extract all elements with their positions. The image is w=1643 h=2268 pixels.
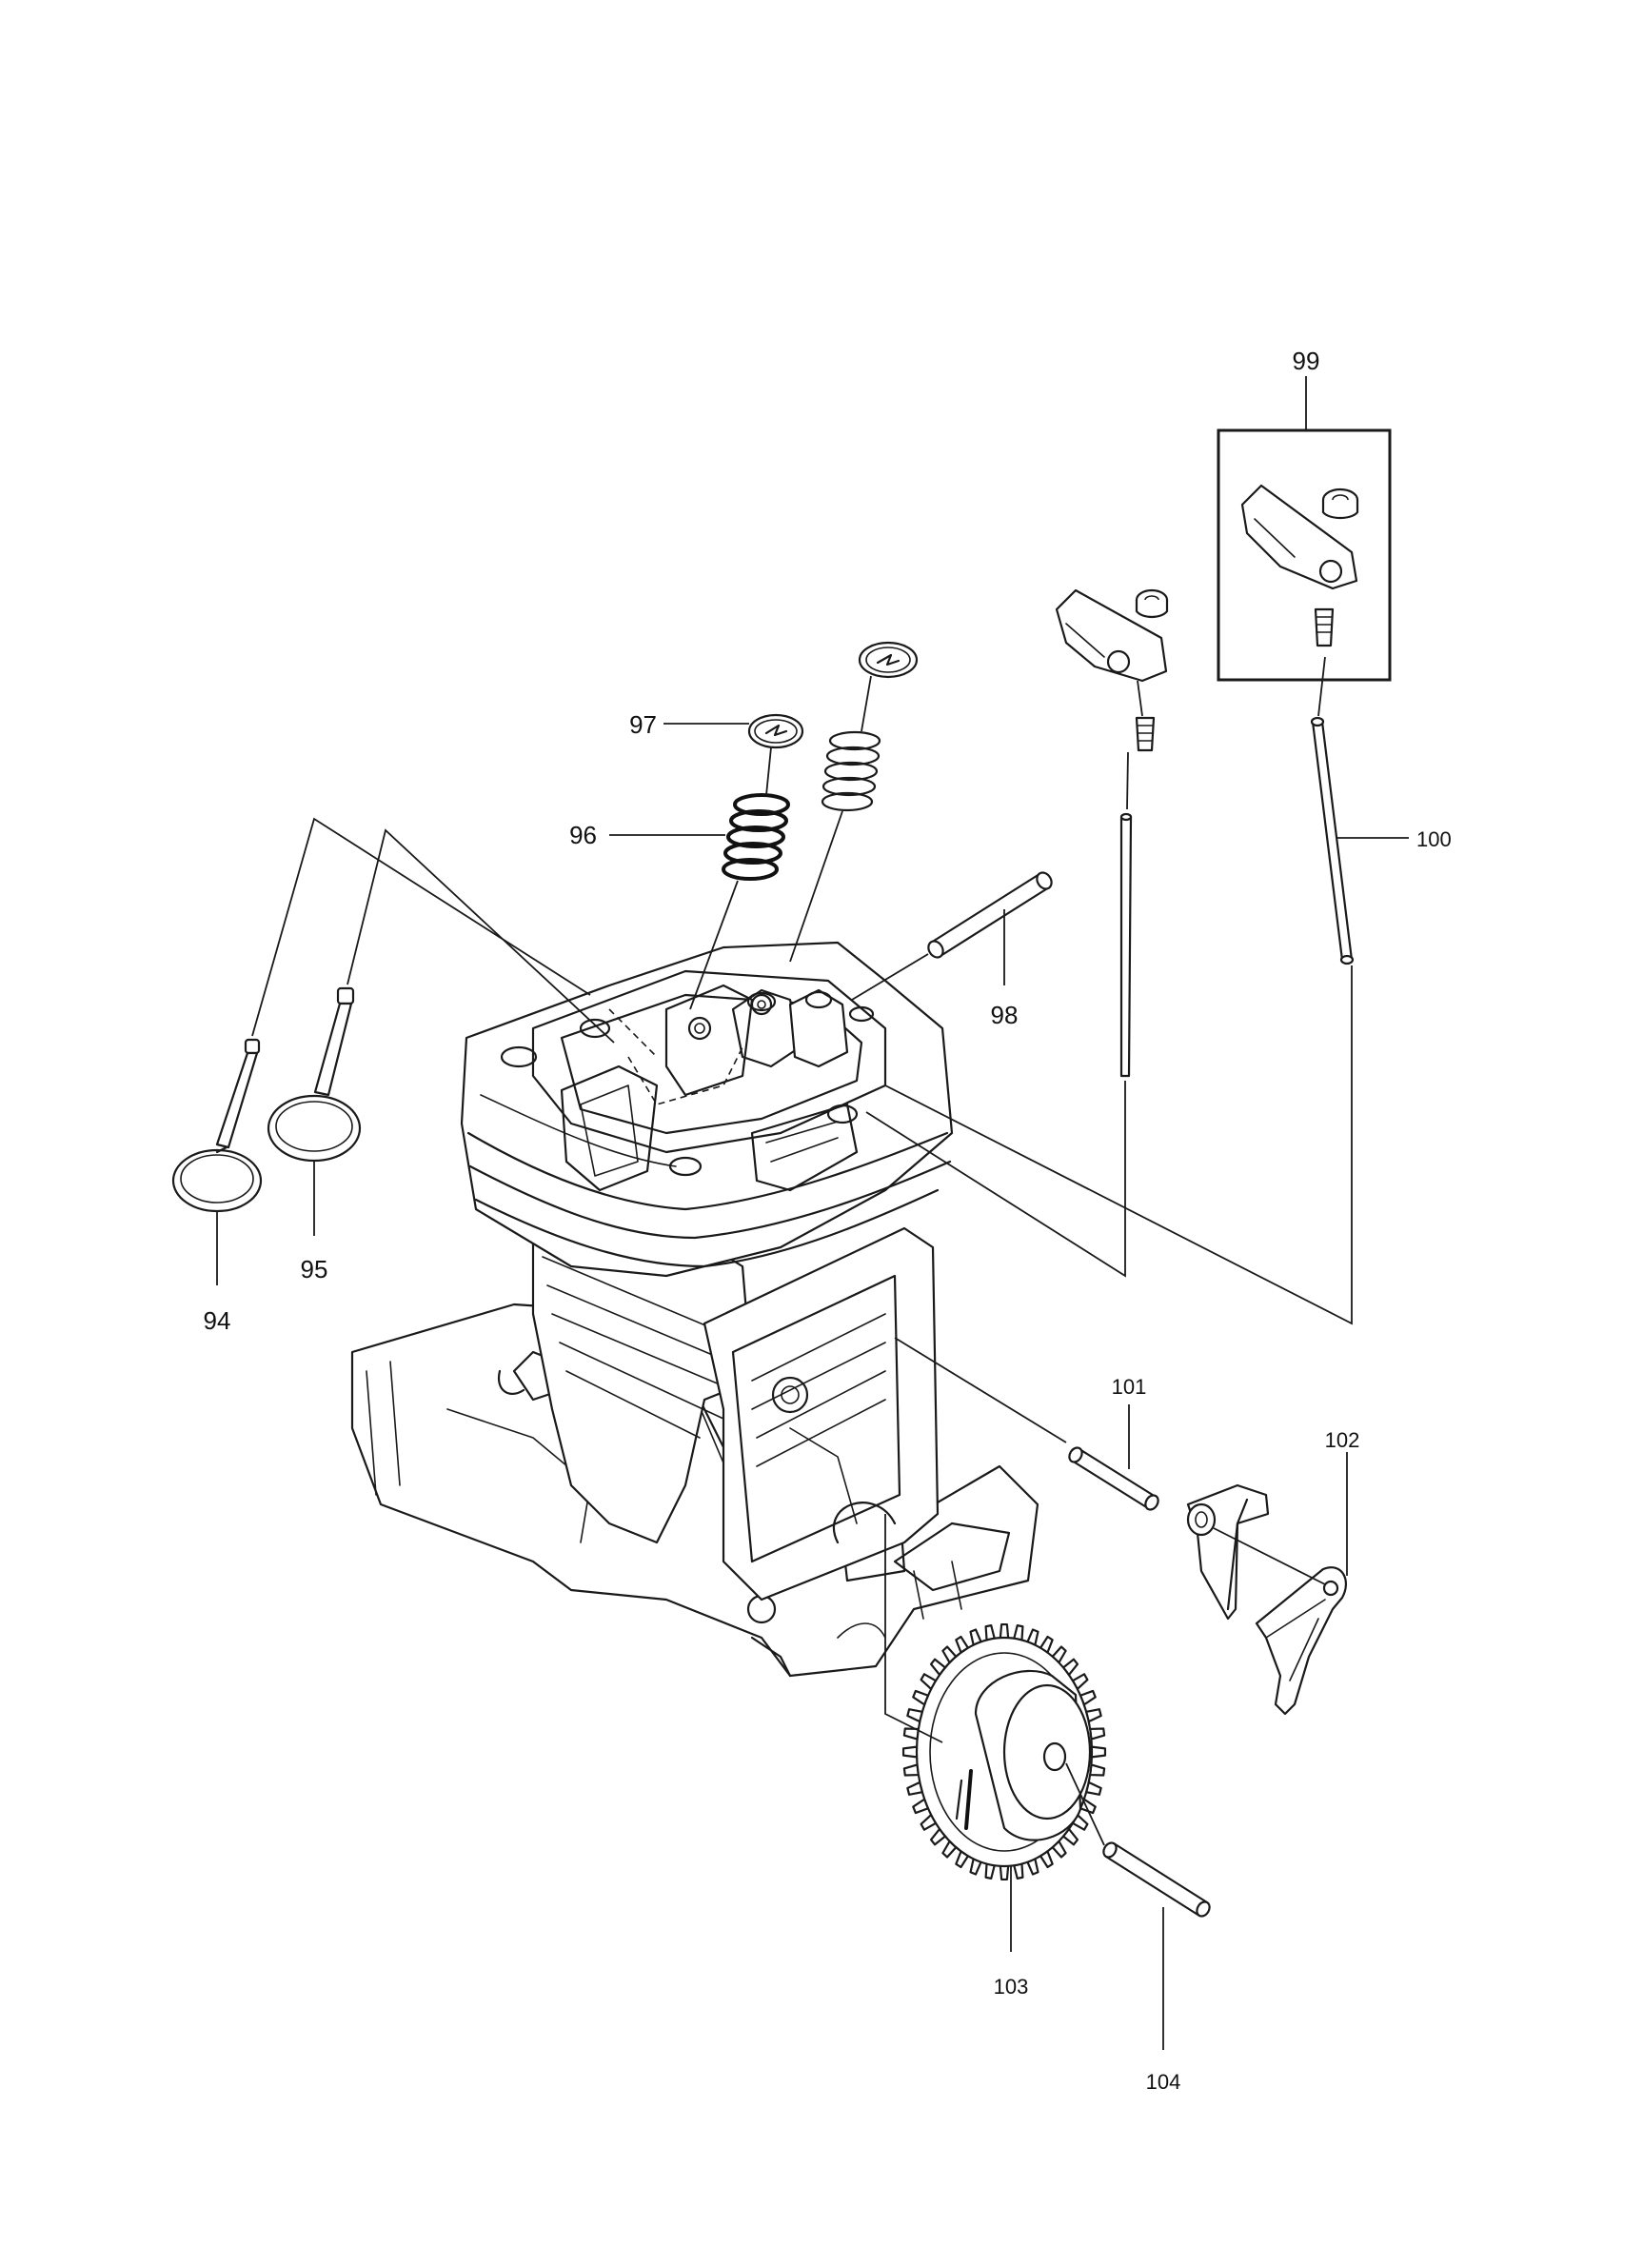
pin-98	[927, 871, 1053, 959]
part-label-94: 94	[204, 1306, 231, 1335]
part-label-101: 101	[1112, 1375, 1147, 1399]
part-label-102: 102	[1325, 1428, 1360, 1452]
rocker-arm-unboxed	[1055, 588, 1169, 752]
gear-tooth	[999, 1864, 1010, 1881]
spring-retainer-second	[858, 641, 919, 679]
gear-tooth	[901, 1745, 919, 1759]
cam-shaft-104	[1102, 1841, 1211, 1918]
pin-101	[1068, 1446, 1159, 1511]
part-label-96: 96	[569, 821, 597, 849]
part-label-103: 103	[994, 1975, 1029, 1999]
valve-95	[267, 986, 362, 1163]
part-label-95: 95	[301, 1255, 328, 1283]
part-label-104: 104	[1146, 2070, 1181, 2094]
push-rod-unboxed	[1119, 812, 1133, 1078]
gear-tooth	[1090, 1745, 1107, 1759]
cylinder-block-assembly	[350, 941, 1039, 1678]
spring-retainer-97	[747, 713, 804, 749]
gear-tooth	[999, 1622, 1010, 1640]
part-label-99: 99	[1293, 347, 1320, 375]
valve-spring-second	[821, 730, 881, 812]
valve-spring-96	[722, 793, 790, 881]
leader-lines	[216, 376, 1409, 2050]
push-rod-100	[1310, 716, 1355, 965]
rocker-arm-kit-99	[1217, 428, 1392, 682]
governor-fork-102	[1186, 1483, 1347, 1716]
part-label-100: 100	[1416, 827, 1452, 851]
part-label-98: 98	[991, 1001, 1019, 1029]
valve-94	[171, 1038, 263, 1213]
cam-gear-103	[901, 1622, 1107, 1881]
part-label-97: 97	[629, 710, 657, 739]
